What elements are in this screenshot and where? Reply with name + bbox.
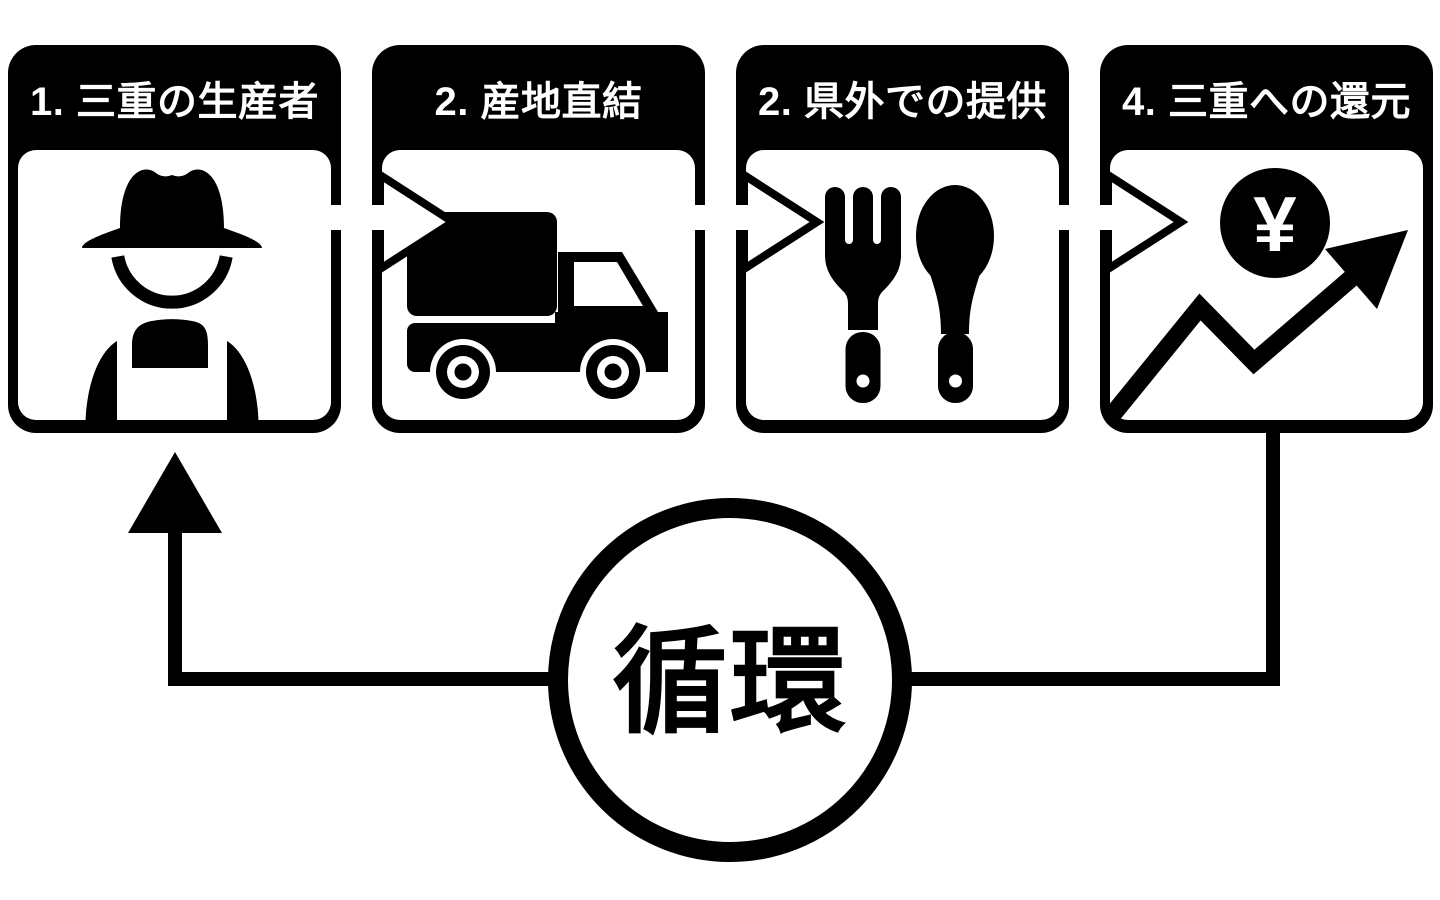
step-card-2-header: 2. 産地直結	[372, 45, 705, 150]
flow-arrow-shaft	[1044, 205, 1120, 230]
step-card-4-header: 4. 三重への還元	[1100, 45, 1433, 150]
yen-coin-circle	[1220, 168, 1330, 278]
flow-arrow-icon-1	[316, 170, 461, 275]
farmer-hat	[82, 169, 262, 248]
farmer-bib	[132, 319, 208, 368]
cycle-circle	[548, 498, 912, 862]
fork-handle	[845, 332, 881, 403]
step-card-3-body	[746, 150, 1059, 420]
delivery-truck-icon	[407, 212, 668, 405]
growth-zigzag-line	[1106, 262, 1368, 420]
step-2-label: 2. 産地直結	[434, 79, 643, 124]
farmer-left-shoulder	[85, 341, 117, 421]
flow-arrow-icon-2	[680, 170, 825, 275]
step-card-1: 1. 三重の生産者	[8, 45, 341, 433]
cycle-label: 循環	[612, 617, 848, 747]
step-card-1-header: 1. 三重の生産者	[8, 45, 341, 150]
flow-arrow-icon-3	[1044, 170, 1189, 275]
step-4-label: 4. 三重への還元	[1122, 79, 1411, 124]
flow-arrow-shaft	[316, 205, 392, 230]
farmer-face	[111, 255, 233, 309]
up-arrowhead-icon	[128, 452, 222, 533]
farmer-right-shoulder	[227, 341, 259, 421]
spoon-handle-hole	[949, 374, 962, 388]
flow-arrow-shaft	[680, 205, 756, 230]
farmer-icon	[82, 169, 262, 421]
step-card-4: 4. 三重への還元 ¥	[1100, 45, 1433, 433]
fork-and-spoon-icon	[825, 185, 994, 403]
truck-wheel-hub	[604, 363, 622, 381]
spoon-handle	[938, 332, 973, 403]
fork-handle-hole	[856, 374, 870, 388]
step-1-label: 1. 三重の生産者	[30, 79, 319, 124]
fork-head	[825, 187, 901, 330]
yen-coin-icon: ¥	[1220, 168, 1330, 278]
yen-symbol: ¥	[1253, 180, 1297, 268]
growth-arrowhead	[1325, 230, 1408, 309]
spoon-neck	[926, 262, 984, 334]
step-3-label: 2. 県外での提供	[758, 79, 1047, 124]
spoon-bowl	[916, 185, 994, 287]
truck-window	[574, 262, 643, 306]
truck-cargo-box	[407, 212, 557, 316]
yen-growth-chart-icon: ¥	[1106, 168, 1408, 420]
step-card-3-header: 2. 県外での提供	[736, 45, 1069, 150]
truck-wheel-hub	[454, 363, 472, 381]
